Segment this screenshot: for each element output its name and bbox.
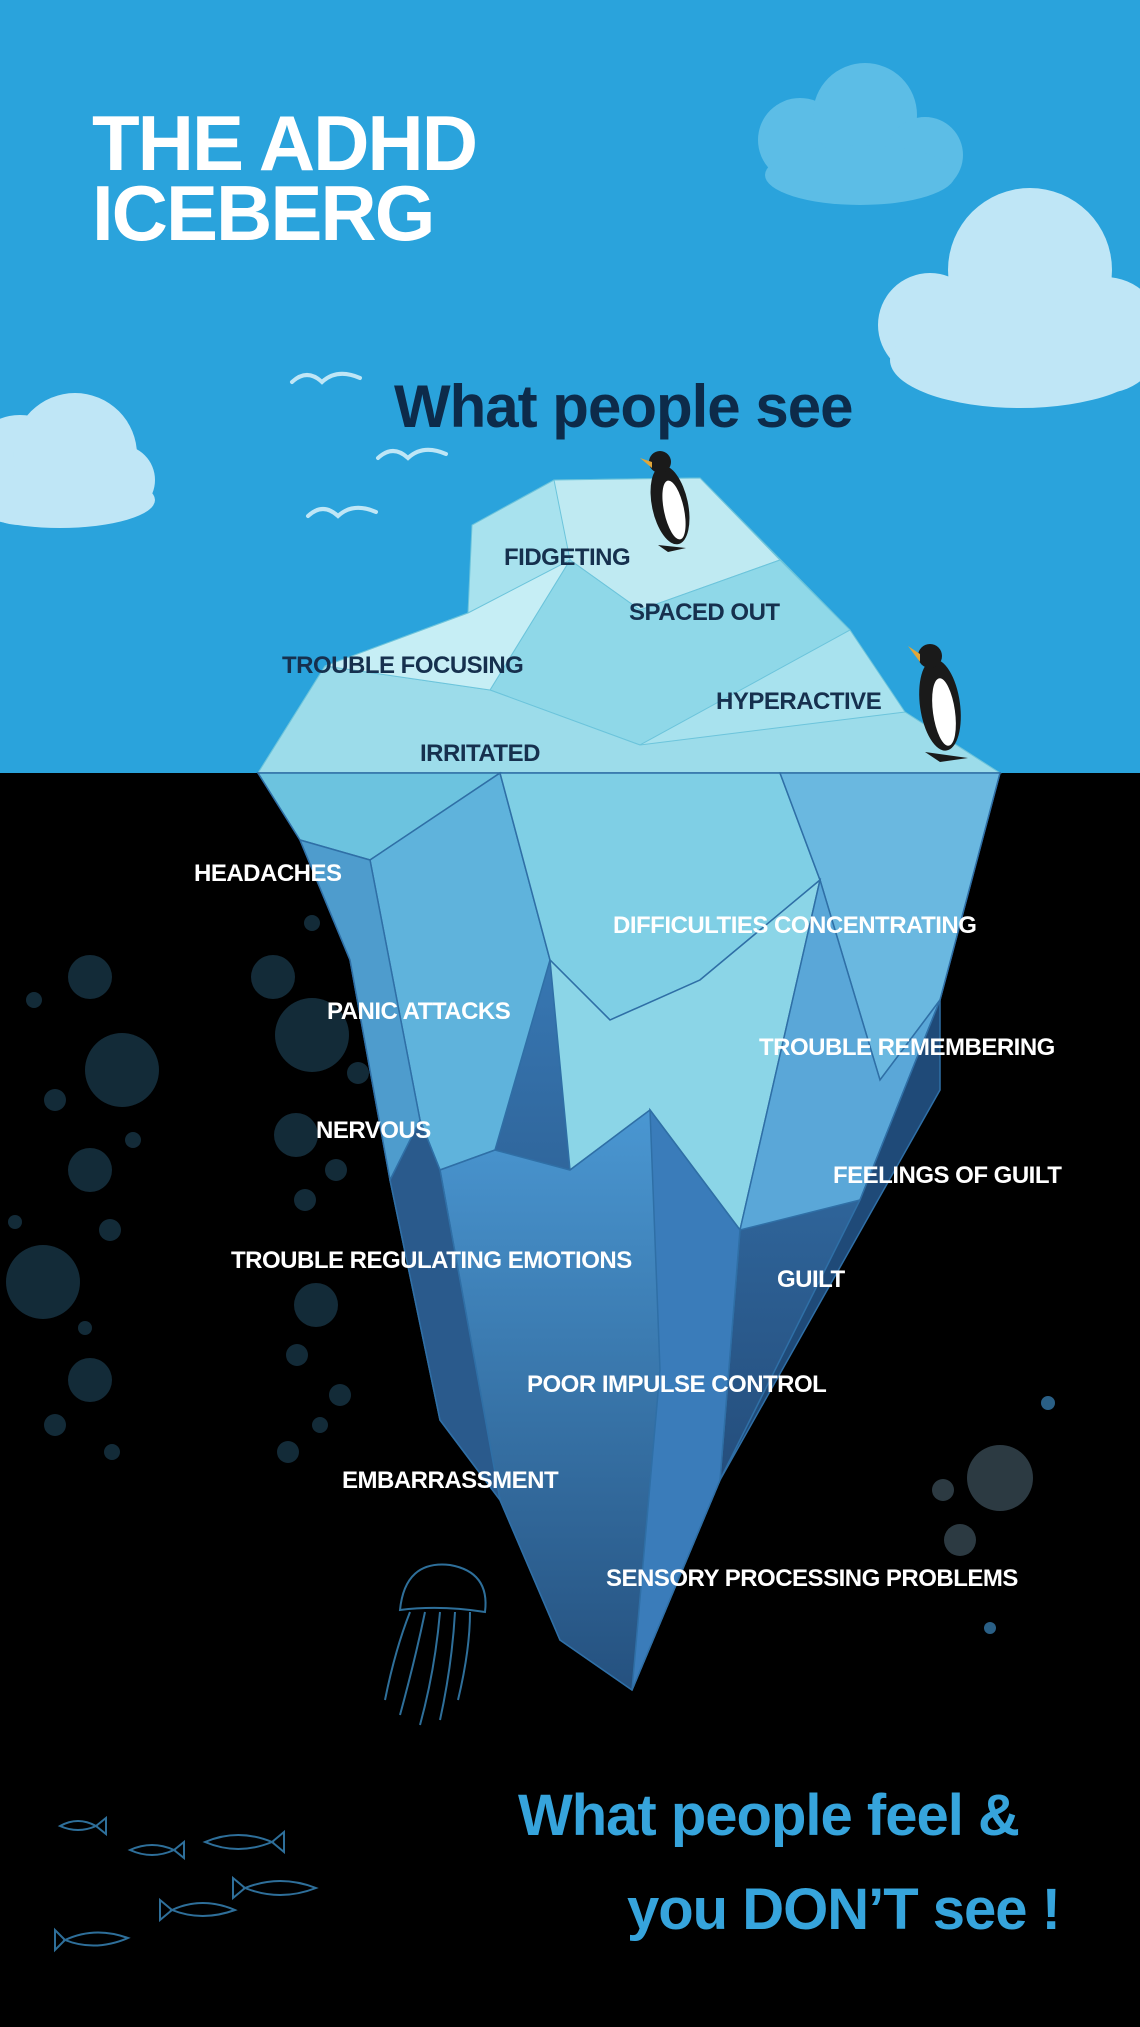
label-nervous: NERVOUS <box>316 1117 431 1144</box>
page-title: THE ADHD ICEBERG <box>92 99 478 257</box>
label-irritated: IRRITATED <box>420 740 540 767</box>
cloud-icon <box>878 188 1140 408</box>
footer-line-2: you DON’T see ! <box>627 1877 1061 1942</box>
above-water-heading: What people see <box>394 373 853 440</box>
title-line-1: THE ADHD <box>92 99 478 187</box>
label-feelings-of-guilt: FEELINGS OF GUILT <box>833 1162 1062 1189</box>
label-trouble-remembering: TROUBLE REMEMBERING <box>759 1034 1055 1061</box>
penguin-icon <box>908 644 968 762</box>
label-embarrassment: EMBARRASSMENT <box>342 1467 559 1494</box>
jellyfish-icon <box>384 1563 487 1726</box>
fish-icon <box>54 1815 319 1953</box>
label-spaced-out: SPACED OUT <box>629 599 780 626</box>
label-sensory-processing-problems: SENSORY PROCESSING PROBLEMS <box>606 1565 1018 1592</box>
cloud-icon <box>758 63 963 205</box>
bubble-icon <box>932 1396 1055 1634</box>
bubble-icon <box>6 915 369 1463</box>
bird-icon <box>290 371 448 519</box>
label-hyperactive: HYPERACTIVE <box>716 688 882 715</box>
label-panic-attacks: PANIC ATTACKS <box>327 998 511 1025</box>
footer-line-1: What people feel & <box>518 1783 1020 1848</box>
label-difficulties-concentrating: DIFFICULTIES CONCENTRATING <box>613 912 977 939</box>
label-fidgeting: FIDGETING <box>504 544 631 571</box>
label-guilt: GUILT <box>777 1266 845 1293</box>
iceberg-underwater <box>256 771 1001 1692</box>
label-trouble-focusing: TROUBLE FOCUSING <box>282 652 524 679</box>
label-trouble-regulating-emotions: TROUBLE REGULATING EMOTIONS <box>231 1247 632 1274</box>
label-headaches: HEADACHES <box>194 860 342 887</box>
penguin-icon <box>640 451 690 552</box>
iceberg-tip <box>257 477 1002 774</box>
label-poor-impulse-control: POOR IMPULSE CONTROL <box>527 1371 827 1398</box>
cloud-icon <box>0 393 155 528</box>
title-line-2: ICEBERG <box>92 169 435 257</box>
